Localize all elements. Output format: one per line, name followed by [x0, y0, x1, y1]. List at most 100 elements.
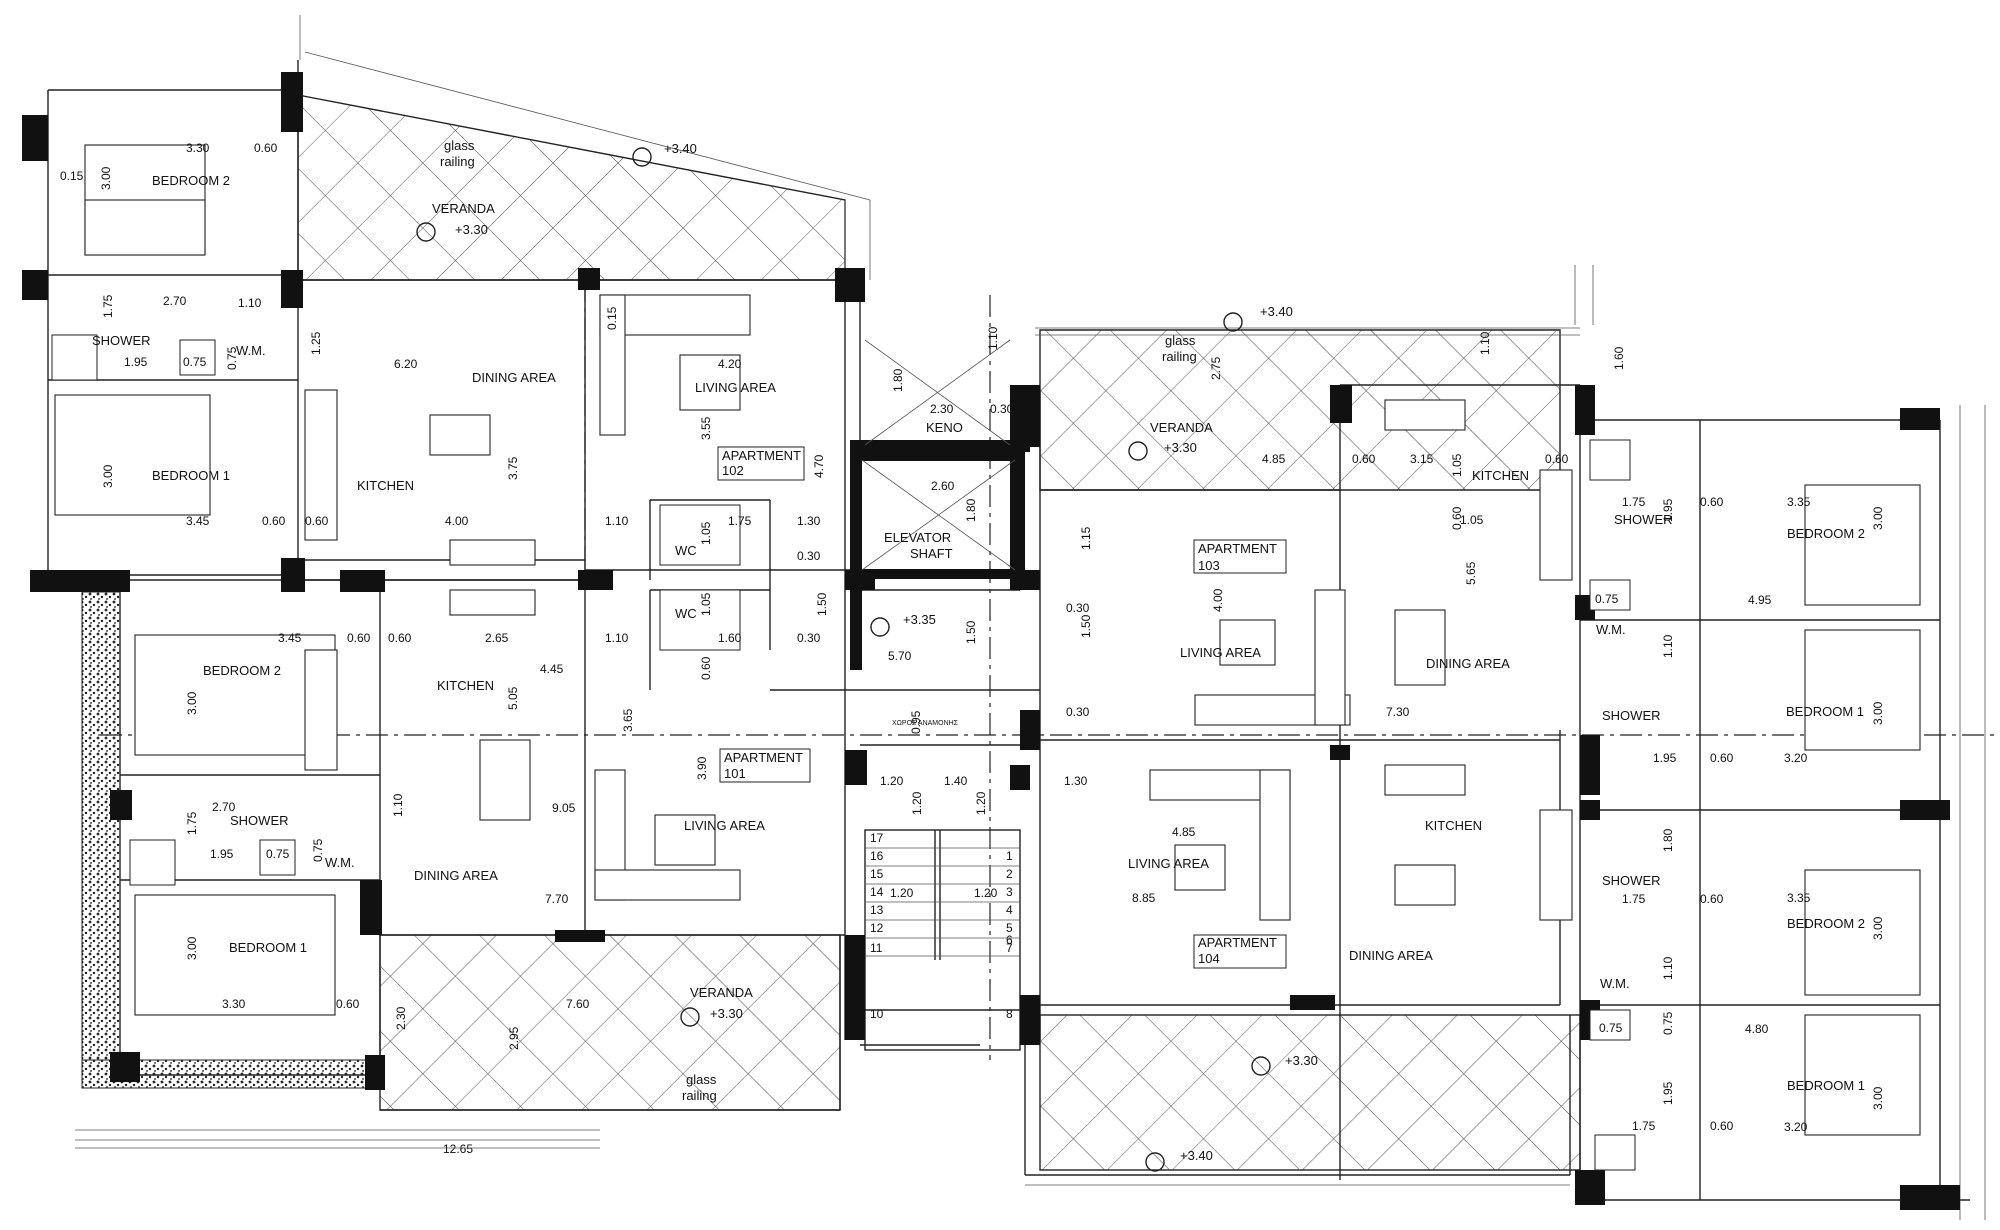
stair-step: 8: [1006, 1007, 1013, 1021]
room-labels: BEDROOM 2 glass railing VERANDA BEDROOM …: [92, 138, 1865, 1103]
dimension: 0.75: [183, 355, 207, 369]
room-label: W.M.: [1600, 976, 1630, 991]
void-cross: [864, 339, 1011, 446]
dimension: 0.60: [388, 631, 412, 645]
dimension: 0.30: [797, 549, 821, 563]
room-label: DINING AREA: [472, 370, 556, 385]
stair-step: 17: [870, 831, 884, 845]
dimension: 6.20: [394, 357, 418, 371]
elevation-markers: +3.40 +3.30 +3.40 +3.30 +3.35 +3.30 +3.3…: [416, 141, 1318, 1172]
dimension: 3.20: [1784, 1120, 1808, 1134]
dimension: 3.20: [1784, 751, 1808, 765]
dimension: 3.00: [99, 166, 113, 190]
dimension: 0.60: [305, 514, 329, 528]
dimension: 1.95: [210, 847, 234, 861]
stair-step: 15: [870, 867, 884, 881]
room-label: BEDROOM 2: [203, 663, 281, 678]
dimension: 1.05: [699, 592, 713, 616]
dimension: 1.75: [1622, 495, 1646, 509]
dimension: 0.75: [1661, 1011, 1675, 1035]
dimension: 2.70: [212, 800, 236, 814]
dimension: 1.10: [238, 296, 262, 310]
room-label: 101: [724, 766, 746, 781]
dimension: 1.95: [124, 355, 148, 369]
dimension: 3.35: [1787, 891, 1811, 905]
dimension: 2.60: [931, 479, 955, 493]
room-label: LIVING AREA: [695, 380, 776, 395]
dimension: 1.20: [974, 791, 988, 815]
dimension: 4.85: [1262, 452, 1286, 466]
dimension: 0.60: [1710, 1119, 1734, 1133]
dimension: 1.05: [1450, 453, 1464, 477]
room-label: BEDROOM 1: [1787, 1078, 1865, 1093]
dimension: 0.60: [1352, 452, 1376, 466]
stair-step: 1: [1006, 849, 1013, 863]
dimension: 1.75: [1622, 892, 1646, 906]
dimension: 7.60: [566, 997, 590, 1011]
dimension: 1.10: [605, 631, 629, 645]
dimension: 9.05: [552, 801, 576, 815]
elevation: +3.30: [1164, 440, 1197, 455]
room-label: glass: [1165, 333, 1196, 348]
dimension: 3.00: [1871, 506, 1885, 530]
dimension: 1.75: [185, 811, 199, 835]
room-label: SHOWER: [230, 813, 289, 828]
dimension: 1.25: [309, 331, 323, 355]
dimension: 3.00: [185, 936, 199, 960]
room-label: ELEVATOR: [884, 530, 951, 545]
veranda-hatch-top-left: [297, 94, 846, 281]
room-label: 103: [1198, 558, 1220, 573]
room-label: SHOWER: [1614, 512, 1673, 527]
room-label: WC: [675, 543, 697, 558]
room-label: BEDROOM 1: [229, 940, 307, 955]
dimension: 4.80: [1745, 1022, 1769, 1036]
dimension: 3.30: [186, 141, 210, 155]
elevation: +3.40: [1180, 1148, 1213, 1163]
dimension: 1.20: [890, 886, 914, 900]
dimension: 0.60: [1545, 452, 1569, 466]
dimension: 5.70: [888, 649, 912, 663]
dimension: 3.75: [506, 456, 520, 480]
dimension: 1.10: [605, 514, 629, 528]
room-label: railing: [440, 154, 475, 169]
veranda-railing-lines: [75, 15, 1986, 1220]
dimension: 2.30: [930, 402, 954, 416]
room-label: APARTMENT: [1198, 541, 1277, 556]
dimension: 1.20: [880, 774, 904, 788]
dimension: 4.00: [1211, 588, 1225, 612]
room-label: glass: [444, 138, 475, 153]
room-label: ΧΩΡΟΣ ΑΝΑΜΟΝΗΣ: [892, 720, 959, 727]
dimension: 4.70: [812, 454, 826, 478]
stair-step: 10: [870, 1007, 884, 1021]
room-label: KITCHEN: [1472, 468, 1529, 483]
dimension: 0.75: [225, 346, 239, 370]
dimension: 0.60: [1700, 892, 1724, 906]
apartment-tags: [717, 446, 1287, 969]
veranda-hatch-bottom-left: [379, 934, 841, 1111]
stair-step: 4: [1006, 903, 1013, 917]
axis-lines: [100, 280, 2000, 1060]
room-label: 104: [1198, 951, 1220, 966]
dimension: 0.95: [909, 710, 923, 734]
room-label: SHOWER: [1602, 708, 1661, 723]
stair-step: 12: [870, 921, 884, 935]
stair-step: 2: [1006, 867, 1013, 881]
dimension: 0.60: [1450, 506, 1464, 530]
room-label: WC: [675, 606, 697, 621]
dimension: 2.75: [1209, 356, 1223, 380]
stair-step: 13: [870, 903, 884, 917]
room-label: 102: [722, 463, 744, 478]
room-label: BEDROOM 1: [152, 468, 230, 483]
dimension: 0.60: [699, 656, 713, 680]
dimension: 4.45: [540, 662, 564, 676]
dimension: 3.55: [699, 416, 713, 440]
room-label: glass: [686, 1072, 717, 1087]
dimension: 0.30: [990, 402, 1014, 416]
dimension: 1.60: [1612, 346, 1626, 370]
dimension: 0.75: [266, 847, 290, 861]
room-label: SHOWER: [92, 333, 151, 348]
room-label: VERANDA: [690, 985, 753, 1000]
dimension: 0.60: [1710, 751, 1734, 765]
dimension: 0.30: [1066, 705, 1090, 719]
dimension: 1.10: [1661, 634, 1675, 658]
